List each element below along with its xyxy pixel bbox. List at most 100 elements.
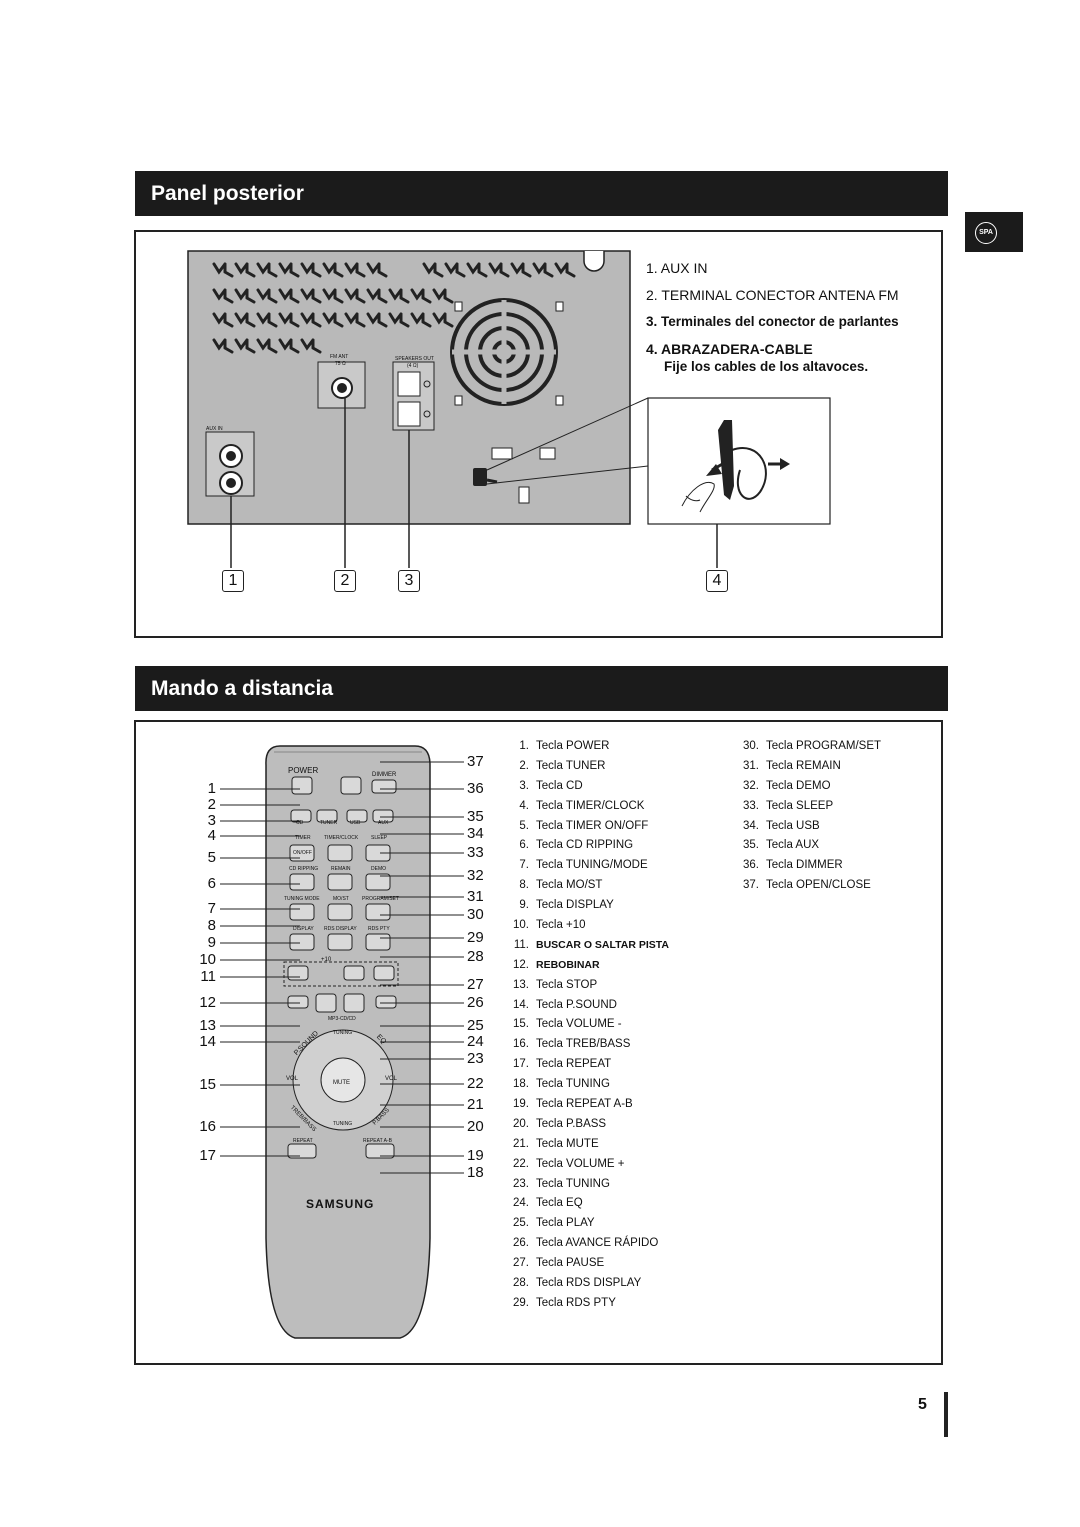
remote-label-vol-left: VOL xyxy=(286,1076,299,1082)
vent-slot xyxy=(322,288,344,304)
remote-label-mute: MUTE xyxy=(333,1080,350,1086)
legend-row-text: Tecla CD xyxy=(536,779,583,792)
remote-button xyxy=(343,965,365,981)
remote-label-aux: AUX xyxy=(378,820,389,826)
remote-label-tuner: TUNER xyxy=(320,820,338,826)
speakers-ohm-label: (4 Ω) xyxy=(407,363,419,369)
legend-row: 10.Tecla +10 xyxy=(505,916,669,936)
remote-label-vol-right: VOL xyxy=(385,1076,398,1082)
legend-item: 3. Terminales del conector de parlantes xyxy=(646,314,899,329)
section-heading-rear-panel: Panel posterior xyxy=(135,171,948,216)
legend-item: 1. AUX IN xyxy=(646,260,708,276)
remote-button xyxy=(372,809,394,823)
rear-panel-illustration xyxy=(187,250,831,568)
remote-button xyxy=(289,903,315,921)
remote-label-on-off: ON/OFF xyxy=(293,850,312,856)
legend-row-text: Tecla AVANCE RÁPIDO xyxy=(536,1237,659,1250)
remote-button xyxy=(327,903,353,921)
aux-in-label: AUX IN xyxy=(206,426,223,432)
legend-row: 21.Tecla MUTE xyxy=(505,1135,669,1155)
vent-slot xyxy=(488,262,510,278)
legend-row: 28.Tecla RDS DISPLAY xyxy=(505,1274,669,1294)
callout-1: 1 xyxy=(222,570,244,592)
vent-slot xyxy=(212,288,234,304)
legend-row-number: 31. xyxy=(743,759,759,772)
vent-slot xyxy=(234,288,256,304)
legend-row-text: Tecla +10 xyxy=(536,919,586,932)
legend-row-text: Tecla DISPLAY xyxy=(536,899,614,912)
legend-row-text: Tecla CD RIPPING xyxy=(536,839,634,852)
remote-label-program-set: PROGRAM/SET xyxy=(362,896,399,902)
remote-button xyxy=(316,809,338,823)
legend-row-text: Tecla REPEAT xyxy=(536,1058,612,1071)
vent-slot xyxy=(344,288,366,304)
legend-row-number: 1. xyxy=(519,740,529,752)
legend-row: 31.Tecla REMAIN xyxy=(735,757,881,777)
legend-row-text: Tecla TUNING xyxy=(536,1078,610,1091)
remote-button xyxy=(287,965,309,981)
legend-row: 6.Tecla CD RIPPING xyxy=(505,836,669,856)
legend-note: Fije los cables de los altavoces. xyxy=(664,359,869,374)
fm-ohm-label: 75 Ω xyxy=(335,361,346,367)
legend-row-text: Tecla MUTE xyxy=(536,1137,599,1150)
legend-row-text: Tecla PLAY xyxy=(536,1217,595,1230)
remote-button xyxy=(371,779,397,794)
legend-row: 3.Tecla CD xyxy=(505,777,669,797)
remote-callout-right: 26 xyxy=(467,994,484,1011)
remote-callout-left: 16 xyxy=(199,1118,216,1135)
legend-row-text: Tecla TUNER xyxy=(536,759,606,772)
legend-row: 33.Tecla SLEEP xyxy=(735,797,881,817)
remote-frame xyxy=(134,720,943,1365)
vent-slot xyxy=(278,338,300,354)
legend-row-number: 5. xyxy=(519,819,529,832)
legend-row-number: 32. xyxy=(743,779,759,792)
remote-callout-right: 20 xyxy=(467,1118,484,1135)
legend-row: 34.Tecla USB xyxy=(735,817,881,837)
legend-row-number: 18. xyxy=(513,1078,529,1091)
vent-slot xyxy=(300,312,322,328)
vent-slot xyxy=(234,338,256,354)
remote-label-display: DISPLAY xyxy=(293,926,314,932)
legend-row: 36.Tecla DIMMER xyxy=(735,856,881,876)
remote-button xyxy=(287,995,309,1009)
vent-slot xyxy=(234,312,256,328)
legend-row-text: Tecla VOLUME + xyxy=(536,1157,625,1170)
vent-slot xyxy=(532,262,554,278)
legend-row: 12.REBOBINAR xyxy=(505,956,669,976)
legend-row: 11. BUSCAR O SALTAR PISTA xyxy=(505,936,669,956)
remote-callout-right: 27 xyxy=(467,976,484,993)
legend-row-text: Tecla DIMMER xyxy=(766,859,843,872)
vent-slot xyxy=(300,338,322,354)
legend-row-text: BUSCAR O SALTAR PISTA xyxy=(536,938,669,951)
legend-row: 22.Tecla VOLUME + xyxy=(505,1155,669,1175)
fm-ant-label: FM ANT xyxy=(330,354,349,360)
remote-button xyxy=(365,873,391,891)
callout-2: 2 xyxy=(334,570,356,592)
vent-slot xyxy=(256,338,278,354)
remote-callout-right: 22 xyxy=(467,1075,484,1092)
remote-label-plus10: +10 xyxy=(321,957,332,963)
legend-row-number: 23. xyxy=(513,1177,529,1190)
legend-row-number: 12. xyxy=(513,958,529,971)
legend-item: 4. ABRAZADERA-CABLE xyxy=(646,341,813,357)
vent-slot xyxy=(388,288,410,304)
remote-button xyxy=(289,844,315,862)
legend-row-number: 33. xyxy=(743,799,759,812)
legend-row-number: 14. xyxy=(513,998,529,1011)
remote-callout-left: 8 xyxy=(207,917,216,934)
remote-label-dimmer: DIMMER xyxy=(372,772,397,778)
remote-callout-right: 34 xyxy=(467,825,484,842)
legend-row: 30.Tecla PROGRAM/SET xyxy=(735,737,881,757)
remote-callout-right: 31 xyxy=(467,888,484,905)
remote-callout-right: 29 xyxy=(467,929,484,946)
legend-row-number: 7. xyxy=(519,859,529,872)
mute-button xyxy=(320,1057,366,1103)
vent-slot xyxy=(444,262,466,278)
legend-row-number: 11. xyxy=(513,938,529,951)
legend-row-number: 25. xyxy=(513,1217,529,1230)
vent-slot xyxy=(300,288,322,304)
remote-button xyxy=(327,844,353,862)
vent-slot xyxy=(278,288,300,304)
